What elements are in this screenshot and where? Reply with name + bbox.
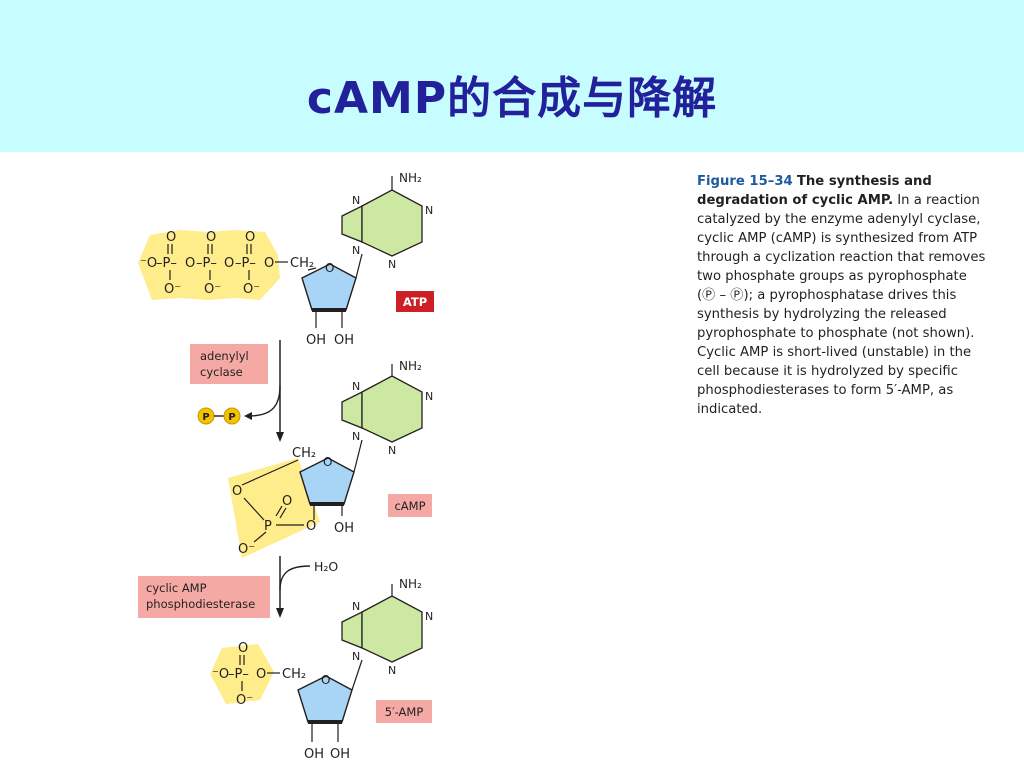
ribose-ring: O OH OH (301, 253, 363, 348)
nitrogen-atom-label: N (388, 664, 396, 677)
oxygen-atom-label: O⁻ (204, 282, 221, 297)
nitrogen-atom-label: N (352, 380, 360, 393)
enzyme-name-line2: phosphodiesterase (146, 597, 255, 611)
camp-label-box (388, 494, 432, 517)
figure-title: The synthesis and degradation of cyclic … (697, 174, 932, 208)
atp-molecule: ⁻O –P– O –P– O –P– O O O O O⁻ O⁻ O⁻ CH (138, 171, 434, 348)
ring-oxygen-label: O (323, 455, 332, 469)
phosphorus-atom-label: –P– (235, 256, 256, 271)
amp-label-box (376, 700, 432, 723)
hydroxyl-label: OH (330, 747, 350, 762)
synthesis-arrow: adenylyl cyclase P P (190, 340, 284, 442)
amine-group-label: NH₂ (399, 359, 422, 373)
methylene-label: CH₂ (282, 667, 306, 682)
phosphate-symbol: P (228, 412, 235, 423)
atp-label: ATP (403, 295, 427, 309)
oxygen-atom-label: O (206, 230, 216, 245)
ring-oxygen-label: O (321, 673, 330, 687)
hydroxyl-label: OH (306, 333, 326, 348)
amine-group-label: NH₂ (399, 577, 422, 591)
oxygen-atom-label: ⁻O (212, 667, 229, 682)
hydroxyl-label: OH (334, 521, 354, 536)
phosphorus-atom-label: –P– (156, 256, 177, 271)
nitrogen-atom-label: N (352, 430, 360, 443)
figure-number: Figure 15–34 (697, 174, 793, 189)
camp-reaction-diagram: ⁻O –P– O –P– O –P– O O O O O⁻ O⁻ O⁻ CH (130, 160, 460, 768)
enzyme-name-line1: adenylyl (200, 349, 249, 363)
figure-caption: Figure 15–34 The synthesis and degradati… (697, 172, 989, 419)
nitrogen-atom-label: N (388, 444, 396, 457)
phosphate-symbol: P (202, 412, 209, 423)
oxygen-atom-label: O (185, 256, 195, 271)
hydroxyl-label: OH (304, 747, 324, 762)
atp-label-box (396, 291, 434, 312)
slide-title: cAMP的合成与降解 (306, 73, 718, 124)
oxygen-atom-label: O⁻ (164, 282, 181, 297)
enzyme-name-line1: cyclic AMP (146, 581, 207, 595)
figure-body-text: In a reaction catalyzed by the enzyme ad… (697, 193, 986, 417)
ribose-ring: O OH (299, 439, 363, 536)
oxygen-atom-label: O (238, 641, 248, 656)
oxygen-atom-label: O (166, 230, 176, 245)
phosphorus-atom-label: –P– (196, 256, 217, 271)
nitrogen-atom-label: N (425, 390, 433, 403)
methylene-label: CH₂ (290, 256, 314, 271)
ribose-ring: O OH OH (297, 659, 363, 762)
pyrophosphate-p-icon (223, 407, 241, 425)
nitrogen-atom-label: N (352, 600, 360, 613)
amp-label: 5′-AMP (385, 705, 424, 719)
methylene-label: CH₂ (292, 446, 316, 461)
oxygen-atom-label: O (264, 256, 274, 271)
oxygen-atom-label: O (232, 484, 242, 499)
oxygen-atom-label: O⁻ (243, 282, 260, 297)
phosphodiesterase-box (138, 576, 270, 618)
amine-group-label: NH₂ (399, 171, 422, 185)
adenine-base: NH₂ N N N N (341, 359, 433, 457)
monophosphate-group: ⁻O –P– O O O⁻ CH₂ (212, 641, 306, 708)
oxygen-atom-label: ⁻O (140, 256, 157, 271)
cyclic-phosphate-group: O P O O O⁻ (232, 459, 316, 557)
oxygen-atom-label: O (224, 256, 234, 271)
oxygen-atom-label: O⁻ (236, 693, 253, 708)
nitrogen-atom-label: N (425, 610, 433, 623)
oxygen-atom-label: O⁻ (238, 542, 255, 557)
phosphorus-atom-label: P (264, 519, 272, 534)
camp-molecule: O P O O O⁻ CH₂ O OH NH₂ N N (228, 359, 433, 558)
triphosphate-highlight (138, 230, 280, 300)
nitrogen-atom-label: N (352, 194, 360, 207)
enzyme-name-line2: cyclase (200, 365, 243, 379)
adenine-base: NH₂ N N N N (341, 171, 433, 271)
amp-molecule: ⁻O –P– O O O⁻ CH₂ O OH OH NH₂ N (210, 577, 433, 762)
water-label: H₂O (314, 559, 338, 574)
camp-label: cAMP (394, 499, 425, 513)
oxygen-atom-label: O (245, 230, 255, 245)
ring-oxygen-label: O (325, 261, 334, 275)
oxygen-atom-label: O (306, 519, 316, 534)
phosphorus-atom-label: –P– (228, 667, 249, 682)
adenine-base: NH₂ N N N N (341, 577, 433, 677)
degradation-arrow: H₂O cyclic AMP phosphodiesterase (138, 556, 338, 618)
title-banner (0, 0, 1024, 152)
hydroxyl-label: OH (334, 333, 354, 348)
nitrogen-atom-label: N (352, 650, 360, 663)
oxygen-atom-label: O (282, 494, 292, 509)
adenylyl-cyclase-box (190, 344, 268, 384)
cyclic-phosphate-highlight (228, 458, 320, 558)
triphosphate-group: ⁻O –P– O –P– O –P– O O O O O⁻ O⁻ O⁻ CH (140, 230, 314, 297)
nitrogen-atom-label: N (352, 244, 360, 257)
nitrogen-atom-label: N (388, 258, 396, 271)
oxygen-atom-label: O (256, 667, 266, 682)
monophosphate-highlight (210, 644, 274, 704)
nitrogen-atom-label: N (425, 204, 433, 217)
